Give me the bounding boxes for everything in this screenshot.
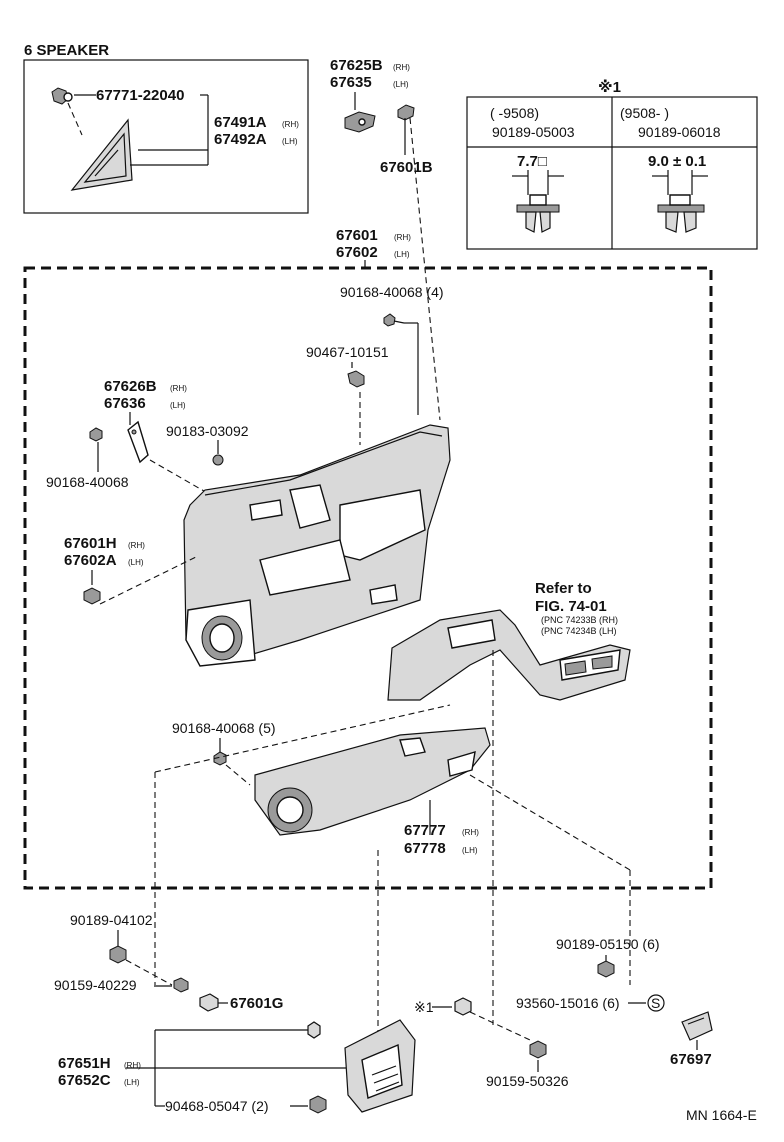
screw-b-number: 90168-40068	[46, 474, 129, 490]
screw-d-number: 90159-40229	[54, 977, 137, 993]
screw-d-icon	[173, 977, 189, 993]
note-table-mark: ※1	[598, 78, 621, 96]
screw-e-number: 90159-50326	[486, 1073, 569, 1089]
lh-mark: (LH)	[462, 846, 478, 855]
speaker-cover-lh-number: 67492A	[214, 131, 267, 148]
lh-mark: (LH)	[282, 137, 298, 146]
board-rh-number: 67601	[336, 227, 378, 244]
part-67697-number: 67697	[670, 1051, 712, 1068]
refer-pnc-rh: (PNC 74233B (RH)	[541, 615, 618, 625]
speaker-clip-part	[51, 87, 73, 105]
clip-h-icon	[83, 587, 101, 605]
clip-h-lh-number: 67602A	[64, 552, 117, 569]
rh-mark: (RH)	[393, 63, 410, 72]
rh-mark: (RH)	[462, 828, 479, 837]
screw-a-number: 90467-10151	[306, 344, 389, 360]
ref-mark: ※1	[414, 999, 434, 1015]
armrest-part	[254, 727, 491, 836]
part-67697-icon	[681, 1011, 713, 1041]
refer-line2: FIG. 74-01	[535, 598, 607, 615]
refer-pnc-lh: (PNC 74234B (LH)	[541, 626, 617, 636]
speaker-cover-rh-number: 67491A	[214, 114, 267, 131]
speaker-inset-box: 6 SPEAKER 67771-22040 67491A (RH) 67492A…	[23, 42, 309, 214]
s-circle-icon: S	[647, 994, 665, 1012]
clip-h-rh-number: 67601H	[64, 535, 117, 552]
speaker-box-title: 6 SPEAKER	[24, 42, 109, 59]
s-circle-mark: S	[651, 995, 660, 1011]
speaker-box-frame	[23, 59, 309, 214]
clip-67601b-part	[397, 104, 415, 121]
refer-line1: Refer to	[535, 580, 592, 597]
nut6-number: 93560-15016 (6)	[516, 995, 620, 1011]
bracket-rh-number: 67626B	[104, 378, 157, 395]
rh-mark: (RH)	[170, 384, 187, 393]
grille-clip-icon	[307, 1021, 321, 1039]
clip-67601b-number: 67601B	[380, 159, 433, 176]
board-group-frame	[23, 266, 713, 890]
screw6-number: 90189-05150 (6)	[556, 936, 660, 952]
screw-c-icon	[109, 945, 127, 964]
screw-b-icon	[89, 427, 103, 442]
clip-ref-icon	[454, 997, 472, 1016]
clip-g-number: 67601G	[230, 995, 283, 1012]
note-table: ※1 ( -9508) 90189-05003 (9508- ) 90189-0…	[466, 78, 758, 250]
screw6-icon	[597, 960, 615, 978]
screw-icon	[383, 313, 405, 327]
screw5-icon	[213, 751, 227, 766]
door-trim-board	[183, 424, 451, 667]
board-lh-number: 67602	[336, 244, 378, 261]
speaker-grille-part	[344, 1019, 416, 1113]
col2-range: (9508- )	[620, 105, 669, 121]
lh-mark: (LH)	[394, 250, 410, 259]
rh-mark: (RH)	[128, 541, 145, 550]
lh-mark: (LH)	[393, 80, 409, 89]
hinge-lh-number: 67635	[330, 74, 372, 91]
lh-mark: (LH)	[124, 1078, 140, 1087]
col1-part: 90189-05003	[492, 124, 575, 140]
grille-rh-number: 67651H	[58, 1055, 111, 1072]
screw5-number: 90168-40068 (5)	[172, 720, 276, 736]
nut-icon	[212, 454, 224, 466]
nut-number: 90183-03092	[166, 423, 249, 439]
armrest-lh-number: 67778	[404, 840, 446, 857]
lh-mark: (LH)	[128, 558, 144, 567]
screw2-icon	[309, 1095, 327, 1114]
hinge-rh-number: 67625B	[330, 57, 383, 74]
armrest-base-part	[387, 609, 631, 701]
screw4-number: 90168-40068 (4)	[340, 284, 444, 300]
lh-mark: (LH)	[170, 401, 186, 410]
clip-drawing-2	[652, 170, 708, 233]
clip-g-icon	[199, 993, 219, 1012]
grille-lh-number: 67652C	[58, 1072, 111, 1089]
rh-mark: (RH)	[124, 1061, 141, 1070]
screw-c-number: 90189-04102	[70, 912, 153, 928]
col1-dimension: 7.7□	[517, 153, 547, 170]
hinge-part	[344, 111, 376, 133]
speaker-clip-number: 67771-22040	[96, 87, 184, 104]
rh-mark: (RH)	[282, 120, 299, 129]
armrest-rh-number: 67777	[404, 822, 446, 839]
clip-drawing-1	[512, 170, 564, 233]
screw-e-icon	[529, 1040, 547, 1059]
rh-mark: (RH)	[394, 233, 411, 242]
footer-code: MN 1664-E	[686, 1107, 757, 1123]
col1-range: ( -9508)	[490, 105, 539, 121]
speaker-cover-part	[70, 118, 133, 191]
bracket-lh-number: 67636	[104, 395, 146, 412]
bracket-part	[127, 420, 149, 464]
screw2-number: 90468-05047 (2)	[165, 1098, 269, 1114]
col2-part: 90189-06018	[638, 124, 721, 140]
screw-a-icon	[347, 362, 365, 388]
col2-dimension: 9.0 ± 0.1	[648, 153, 706, 170]
